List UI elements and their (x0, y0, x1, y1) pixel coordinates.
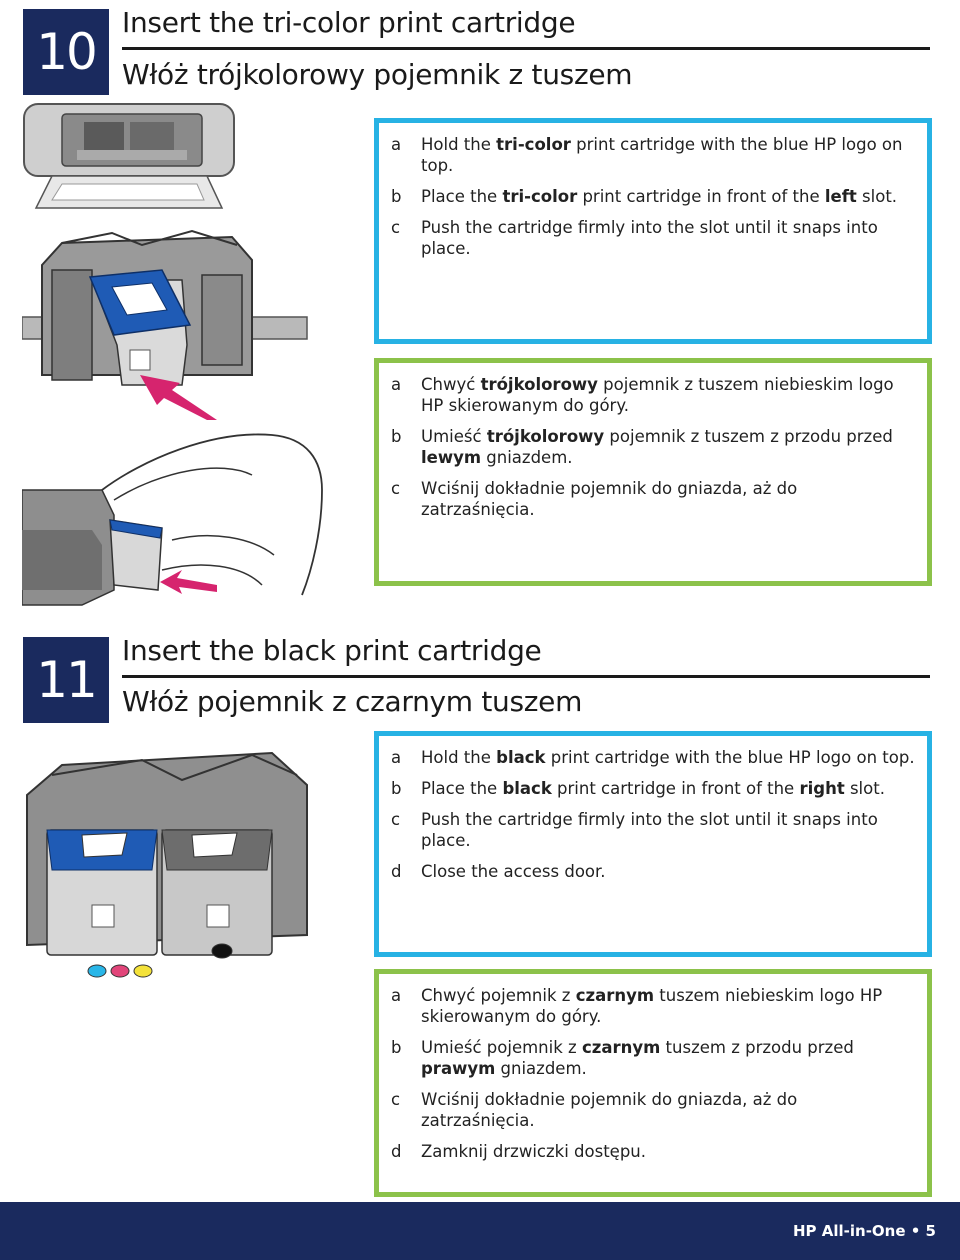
item-letter: b (391, 187, 402, 206)
item-text: Place the tri-color print cartridge in f… (421, 187, 898, 206)
step-10-pl-item-c: c Wciśnij dokładnie pojemnik do gniazda, … (391, 478, 915, 520)
item-text: Chwyć pojemnik z czarnym tuszem niebiesk… (421, 986, 883, 1026)
step-10-en-item-c: c Push the cartridge firmly into the slot… (391, 217, 915, 259)
item-letter: b (391, 779, 402, 798)
item-letter: d (391, 862, 402, 881)
item-text: Wciśnij dokładnie pojemnik do gniazda, a… (421, 479, 798, 519)
item-text: Hold the black print cartridge with the … (421, 748, 915, 767)
step-11-en-item-a: a Hold the black print cartridge with the… (391, 747, 915, 768)
item-text: Push the cartridge firmly into the slot … (421, 218, 878, 258)
item-text: Place the black print cartridge in front… (421, 779, 885, 798)
step-number-10: 10 (23, 9, 109, 95)
black-cartridge-illustration (26, 751, 308, 978)
step-11-en-item-d: d Close the access door. (391, 861, 915, 882)
item-letter: a (391, 135, 402, 154)
step-10-instructions-pl: a Chwyć trójkolorowy pojemnik z tuszem ni… (374, 358, 932, 586)
step-10-rule (122, 47, 930, 50)
page-footer: HP All-in-One • 5 (0, 1202, 960, 1260)
item-text: Umieść trójkolorowy pojemnik z tuszem z … (421, 427, 893, 467)
item-text: Wciśnij dokładnie pojemnik do gniazda, a… (421, 1090, 798, 1130)
item-letter: c (391, 1090, 401, 1109)
item-letter: b (391, 1038, 402, 1057)
item-letter: c (391, 810, 401, 829)
step-11-pl-item-d: d Zamknij drzwiczki dostępu. (391, 1141, 915, 1162)
hand-insert-illustration (22, 433, 323, 606)
step-11-rule (122, 675, 930, 678)
step-11-en-item-c: c Push the cartridge firmly into the slot… (391, 809, 915, 851)
item-text: Push the cartridge firmly into the slot … (421, 810, 878, 850)
step-10-pl-item-a: a Chwyć trójkolorowy pojemnik z tuszem ni… (391, 374, 915, 416)
step-10-en-item-b: b Place the tri-color print cartridge in … (391, 186, 915, 207)
item-letter: d (391, 1142, 402, 1161)
step-11-pl-item-c: c Wciśnij dokładnie pojemnik do gniazda, … (391, 1089, 915, 1131)
item-letter: a (391, 375, 402, 394)
step-11-instructions-en: a Hold the black print cartridge with the… (374, 731, 932, 957)
item-letter: c (391, 218, 401, 237)
item-letter: b (391, 427, 402, 446)
step-10-en-item-a: a Hold the tri-color print cartridge with… (391, 134, 915, 176)
footer-text: HP All-in-One • 5 (792, 1222, 936, 1240)
step-11-pl-item-b: b Umieść pojemnik z czarnym tuszem z przo… (391, 1037, 915, 1079)
tri-color-cartridge-illustration (22, 229, 308, 420)
step-11-title-pl: Włóż pojemnik z czarnym tuszem (122, 685, 583, 718)
item-letter: a (391, 986, 402, 1005)
item-text: Hold the tri-color print cartridge with … (421, 135, 903, 175)
step-10-title-pl: Włóż trójkolorowy pojemnik z tuszem (122, 58, 633, 91)
step-10-pl-item-b: b Umieść trójkolorowy pojemnik z tuszem z… (391, 426, 915, 468)
item-text: Close the access door. (421, 862, 606, 881)
item-letter: a (391, 748, 402, 767)
step-10-instructions-en: a Hold the tri-color print cartridge with… (374, 118, 932, 344)
step-number-11: 11 (23, 637, 109, 723)
step-10-title-en: Insert the tri-color print cartridge (122, 6, 576, 39)
item-text: Chwyć trójkolorowy pojemnik z tuszem nie… (421, 375, 894, 415)
step-11-instructions-pl: a Chwyć pojemnik z czarnym tuszem niebies… (374, 969, 932, 1197)
item-letter: c (391, 479, 401, 498)
item-text: Zamknij drzwiczki dostępu. (421, 1142, 646, 1161)
printer-illustration (23, 103, 235, 209)
step-11-pl-item-a: a Chwyć pojemnik z czarnym tuszem niebies… (391, 985, 915, 1027)
step-11-en-item-b: b Place the black print cartridge in fron… (391, 778, 915, 799)
item-text: Umieść pojemnik z czarnym tuszem z przod… (421, 1038, 854, 1078)
step-11-title-en: Insert the black print cartridge (122, 634, 542, 667)
